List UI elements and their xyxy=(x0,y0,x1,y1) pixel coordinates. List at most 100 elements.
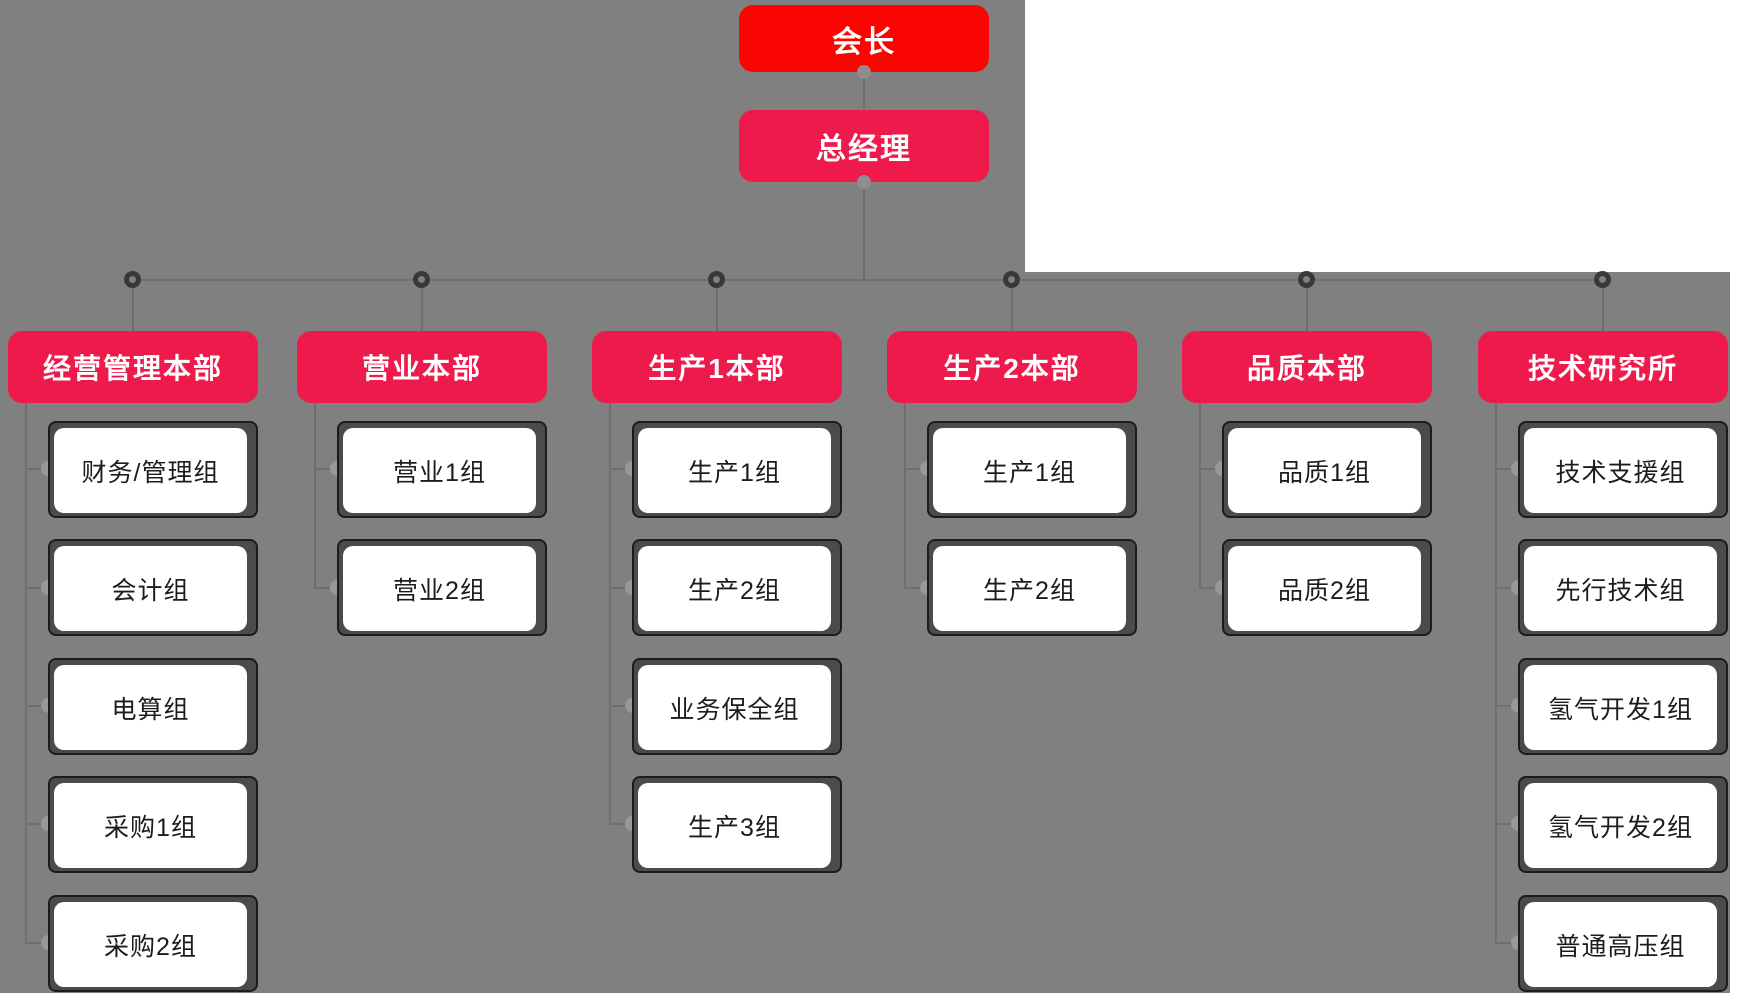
node-group[interactable]: 采购2组 xyxy=(48,895,258,992)
org-column-research: 技术研究所 技术支援组 先行技术组 氢气开发1组 氢气开发2组 普通高压组 xyxy=(1478,0,1728,993)
connector-line xyxy=(609,587,633,589)
connector-line xyxy=(863,181,865,280)
connector-bus-line xyxy=(134,279,1603,281)
department-label: 生产2本部 xyxy=(943,353,1081,384)
connector-line xyxy=(609,403,611,824)
org-column-quality: 品质本部 品质1组 品质2组 xyxy=(1182,0,1432,993)
connector-line xyxy=(904,403,906,588)
general-manager-label: 总经理 xyxy=(816,133,912,166)
node-group[interactable]: 普通高压组 xyxy=(1518,895,1728,992)
node-department-research[interactable]: 技术研究所 xyxy=(1478,331,1728,403)
connector-line xyxy=(609,823,633,825)
connector-line xyxy=(132,280,134,331)
node-group[interactable]: 生产3组 xyxy=(632,776,842,873)
group-label: 采购2组 xyxy=(104,932,197,961)
chairman-label: 会长 xyxy=(832,25,896,59)
connector-line xyxy=(904,587,928,589)
connector-line xyxy=(1495,942,1519,944)
node-group[interactable]: 采购1组 xyxy=(48,776,258,873)
node-department-management[interactable]: 经营管理本部 xyxy=(8,331,258,403)
node-department-quality[interactable]: 品质本部 xyxy=(1182,331,1432,403)
connector-line xyxy=(25,587,49,589)
branch-toggle-icon[interactable] xyxy=(1003,271,1020,288)
node-group[interactable]: 财务/管理组 xyxy=(48,421,258,518)
branch-toggle-icon[interactable] xyxy=(1298,271,1315,288)
node-group[interactable]: 营业2组 xyxy=(337,539,547,636)
group-label: 生产1组 xyxy=(688,458,781,487)
connector-line xyxy=(1495,403,1497,943)
group-label: 技术支援组 xyxy=(1555,458,1686,487)
org-column-sales: 营业本部 营业1组 营业2组 xyxy=(297,0,547,993)
org-column-management: 经营管理本部 财务/管理组 会计组 电算组 采购1组 采购2组 xyxy=(8,0,258,993)
connector-line xyxy=(1011,280,1013,331)
node-department-production2[interactable]: 生产2本部 xyxy=(887,331,1137,403)
connector-line xyxy=(25,823,49,825)
node-group[interactable]: 品质2组 xyxy=(1222,539,1432,636)
group-label: 普通高压组 xyxy=(1555,932,1686,961)
connector-line xyxy=(421,280,423,331)
department-label: 品质本部 xyxy=(1246,353,1367,384)
group-label: 品质1组 xyxy=(1278,458,1371,487)
connector-line xyxy=(1199,587,1223,589)
node-group[interactable]: 营业1组 xyxy=(337,421,547,518)
connector-dot-icon xyxy=(857,175,871,189)
node-group[interactable]: 氢气开发1组 xyxy=(1518,658,1728,755)
group-label: 会计组 xyxy=(111,576,190,605)
connector-line xyxy=(1495,587,1519,589)
group-label: 电算组 xyxy=(111,695,190,724)
group-label: 采购1组 xyxy=(104,813,197,842)
node-group[interactable]: 会计组 xyxy=(48,539,258,636)
connector-line xyxy=(1495,705,1519,707)
connector-line xyxy=(1199,468,1223,470)
node-chairman[interactable]: 会长 xyxy=(739,5,989,72)
connector-line xyxy=(314,468,338,470)
department-label: 经营管理本部 xyxy=(42,353,223,384)
connector-line xyxy=(25,468,49,470)
node-department-production1[interactable]: 生产1本部 xyxy=(592,331,842,403)
group-label: 营业1组 xyxy=(393,458,486,487)
node-group[interactable]: 电算组 xyxy=(48,658,258,755)
connector-line xyxy=(863,71,865,111)
canvas-background xyxy=(0,272,1730,993)
node-group[interactable]: 生产1组 xyxy=(632,421,842,518)
branch-toggle-icon[interactable] xyxy=(413,271,430,288)
connector-line xyxy=(609,468,633,470)
branch-toggle-icon[interactable] xyxy=(124,271,141,288)
node-group[interactable]: 先行技术组 xyxy=(1518,539,1728,636)
node-group[interactable]: 技术支援组 xyxy=(1518,421,1728,518)
connector-line xyxy=(609,705,633,707)
node-department-sales[interactable]: 营业本部 xyxy=(297,331,547,403)
node-group[interactable]: 生产2组 xyxy=(927,539,1137,636)
connector-line xyxy=(314,587,338,589)
department-label: 营业本部 xyxy=(361,353,482,384)
group-label: 氢气开发1组 xyxy=(1548,695,1693,724)
org-column-production2: 生产2本部 生产1组 生产2组 xyxy=(887,0,1137,993)
branch-toggle-icon[interactable] xyxy=(1594,271,1611,288)
node-group[interactable]: 氢气开发2组 xyxy=(1518,776,1728,873)
connector-line xyxy=(1602,280,1604,331)
org-column-production1: 生产1本部 生产1组 生产2组 业务保全组 生产3组 xyxy=(592,0,842,993)
group-label: 营业2组 xyxy=(393,576,486,605)
connector-line xyxy=(25,403,27,943)
connector-dot-icon xyxy=(857,65,871,79)
node-group[interactable]: 业务保全组 xyxy=(632,658,842,755)
department-label: 生产1本部 xyxy=(648,353,786,384)
group-label: 生产2组 xyxy=(688,576,781,605)
group-label: 氢气开发2组 xyxy=(1548,813,1693,842)
connector-line xyxy=(25,942,49,944)
connector-line xyxy=(1495,468,1519,470)
node-group[interactable]: 生产1组 xyxy=(927,421,1137,518)
connector-line xyxy=(904,468,928,470)
connector-line xyxy=(314,403,316,588)
department-label: 技术研究所 xyxy=(1527,353,1678,384)
group-label: 财务/管理组 xyxy=(81,458,220,487)
node-general-manager[interactable]: 总经理 xyxy=(739,110,989,182)
group-label: 生产3组 xyxy=(688,813,781,842)
node-group[interactable]: 品质1组 xyxy=(1222,421,1432,518)
connector-line xyxy=(1306,280,1308,331)
group-label: 业务保全组 xyxy=(669,695,800,724)
connector-line xyxy=(716,280,718,331)
branch-toggle-icon[interactable] xyxy=(708,271,725,288)
node-group[interactable]: 生产2组 xyxy=(632,539,842,636)
